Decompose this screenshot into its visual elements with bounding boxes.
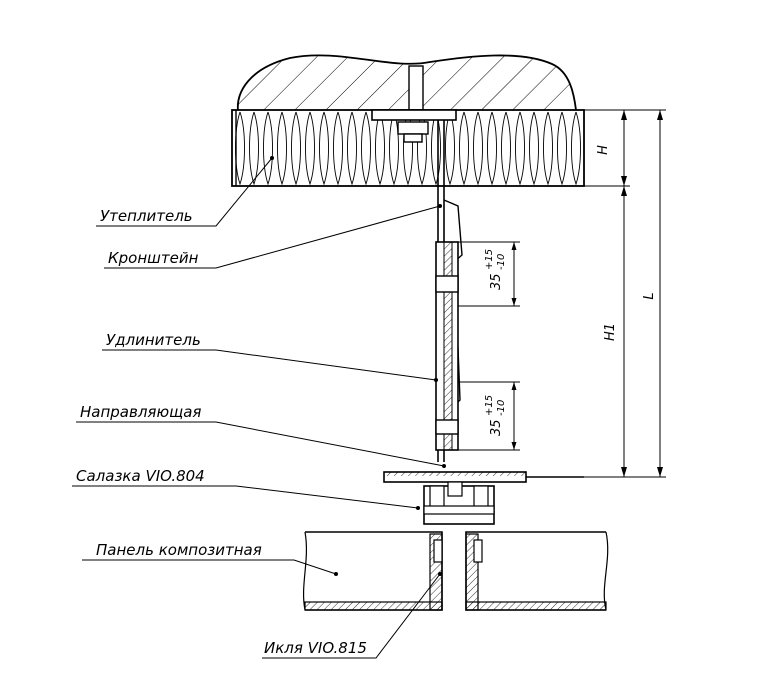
dim-h-label: H [596, 145, 611, 155]
slide-profile [423, 481, 495, 525]
label-extension: Удлинитель [106, 331, 201, 349]
extension-plate [435, 241, 459, 451]
wall-section [236, 54, 577, 111]
leader-dots [270, 156, 446, 576]
label-insulation: Утеплитель [100, 207, 193, 225]
label-slide: Салазка VIO.804 [76, 467, 205, 485]
dimension-arrows [511, 110, 663, 477]
panel-hooks [433, 539, 483, 563]
dimension-lines [456, 109, 666, 478]
label-needle: Икля VIO.815 [264, 639, 367, 657]
label-guide: Направляющая [80, 403, 201, 421]
offset-top-plus: +15 [484, 249, 495, 270]
leader-lines [72, 157, 445, 659]
offset-dim-top: 35 +15 -10 [484, 249, 507, 290]
dim-l-label: L [642, 292, 657, 299]
offset-dim-bottom: 35 +15 -10 [484, 395, 507, 436]
offset-bottom-minus: -10 [496, 400, 507, 416]
guide-rail [383, 471, 584, 483]
offset-bottom-plus: +15 [484, 395, 495, 416]
offset-top-nominal: 35 [489, 273, 504, 290]
offset-top-minus: -10 [496, 254, 507, 270]
label-panel: Панель композитная [96, 541, 262, 559]
label-bracket: Кронштейн [108, 249, 199, 267]
offset-bottom-nominal: 35 [489, 419, 504, 436]
dim-h1-label: H1 [603, 323, 618, 341]
composite-panel-right [465, 531, 609, 611]
